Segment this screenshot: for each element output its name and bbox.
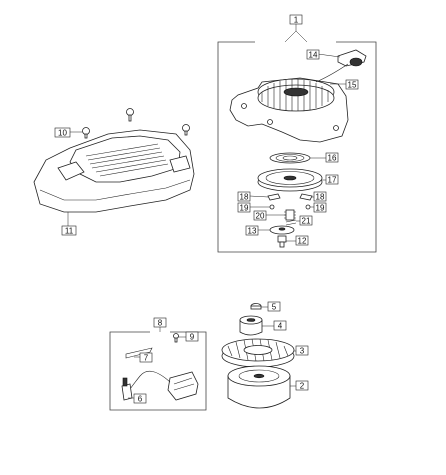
- callout-5: 5: [272, 303, 277, 312]
- flywheel-nut: 5: [250, 301, 281, 312]
- starter-assembly-frame: 1: [217, 14, 377, 253]
- starter-pulley: 17: [257, 168, 339, 192]
- starter-handle: 14: [306, 49, 367, 67]
- callout-11: 11: [65, 227, 74, 236]
- friction-plate: 20 21: [253, 209, 313, 226]
- flywheel: 2: [227, 365, 309, 409]
- callout-13: 13: [248, 227, 257, 236]
- callout-16: 16: [328, 154, 337, 163]
- callout-19-right: 19: [316, 204, 325, 213]
- callout-18-right: 18: [316, 193, 325, 202]
- callout-10: 10: [58, 129, 67, 138]
- callout-3: 3: [300, 347, 305, 356]
- callout-15: 15: [348, 81, 357, 90]
- pawls: 18 18: [237, 191, 327, 202]
- callout-1: 1: [294, 16, 299, 25]
- cover-vents: [85, 143, 169, 177]
- callout-9: 9: [190, 333, 195, 342]
- callout-19-left: 19: [240, 204, 249, 213]
- callout-14: 14: [309, 51, 318, 60]
- callout-17: 17: [328, 176, 337, 185]
- retainer: 13: [245, 225, 295, 236]
- callout-12: 12: [298, 237, 307, 246]
- ignition-kit: 8 9 7 6: [109, 317, 207, 411]
- starter-rope: 15: [315, 63, 359, 90]
- cover-bolts: 10: [54, 108, 190, 139]
- callout-8: 8: [158, 319, 163, 328]
- starter-housing: [229, 77, 349, 143]
- centre-screw: 12: [277, 235, 309, 248]
- callout-18-left: 18: [240, 193, 249, 202]
- recoil-spring: 16: [269, 152, 339, 164]
- callout-4: 4: [278, 322, 283, 331]
- engine-cover: 11: [33, 129, 195, 236]
- callout-21: 21: [302, 217, 311, 226]
- callout-7: 7: [144, 354, 149, 363]
- callout-6: 6: [138, 395, 143, 404]
- pawl-springs: 19 19: [237, 202, 327, 213]
- callout-20: 20: [256, 212, 265, 221]
- cooling-fan: 3: [221, 338, 309, 368]
- callout-2: 2: [300, 382, 305, 391]
- starter-cup: 4: [239, 315, 287, 336]
